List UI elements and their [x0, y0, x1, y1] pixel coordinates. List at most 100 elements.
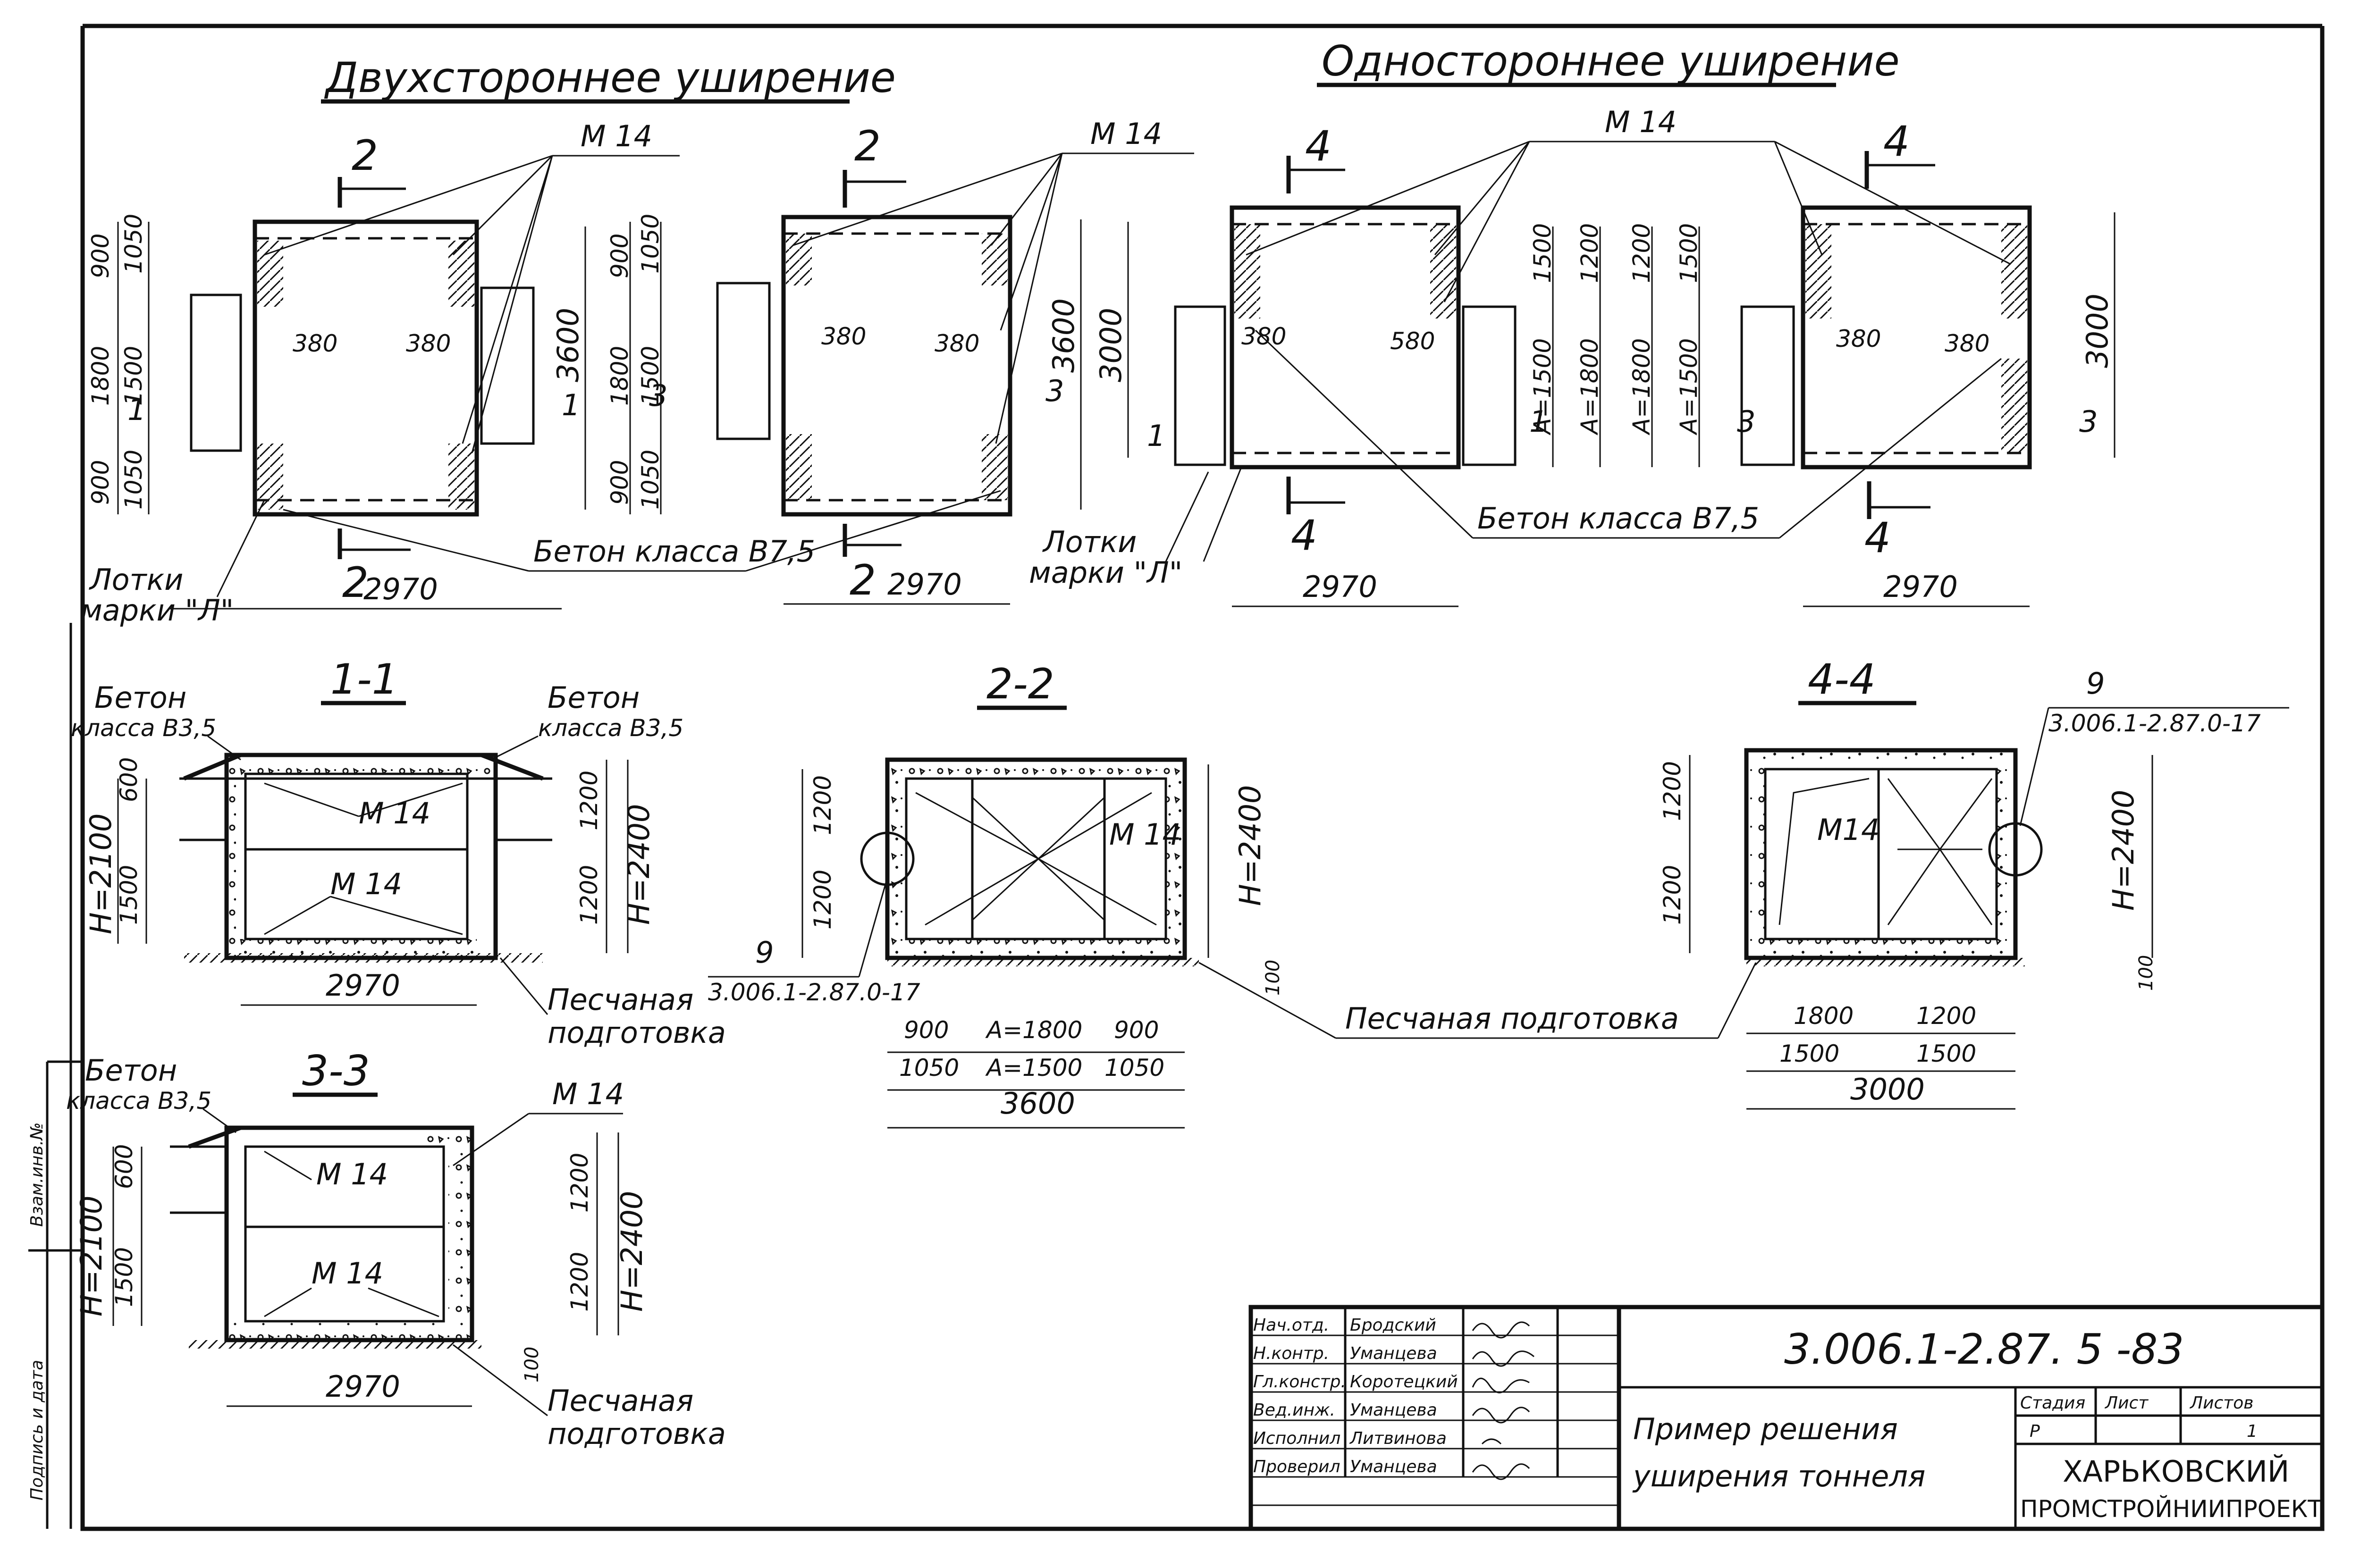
dim-1200-s4b: 1200	[1659, 865, 1686, 925]
cut-mark-1-c-left: 1	[1147, 419, 1165, 453]
label-trays-1-c: Лотки	[1042, 525, 1137, 559]
tb-role-4: Исполнил	[1253, 1429, 1340, 1448]
dim-2970-a: 2970	[363, 572, 438, 606]
tb-col-stage: Стадия	[2020, 1393, 2085, 1413]
title-block: Нач.отд. Бродский Н.контр. Уманцева Гл.к…	[1248, 1305, 2325, 1531]
dim-1500-a: 1500	[120, 346, 147, 406]
dim-h2100-s1: Н=2100	[84, 813, 118, 934]
dim-1050-s2b: 1050	[1104, 1054, 1164, 1082]
tb-role-2: Гл.констр.	[1253, 1372, 1346, 1392]
tb-col-sheets: Листов	[2189, 1393, 2253, 1413]
side-stamp-replaced: Взам.инв.№	[27, 1122, 47, 1227]
dim-1800-b: 1800	[606, 346, 633, 406]
tb-org-2: ПРОМСТРОЙНИИПРОЕКТ	[2020, 1495, 2322, 1523]
dim-1200-c2: 1200	[1628, 223, 1655, 283]
signature-1	[1472, 1350, 1534, 1367]
plan-double-a: 380 380 2970 3600 900 1050 1800 1500 900…	[87, 131, 586, 610]
label-concrete-b75-double: Бетон класса В7,5	[533, 534, 815, 569]
label-sand-2-s1: подготовка	[548, 1015, 726, 1050]
label-concrete-2-s3: класса В3,5	[66, 1087, 211, 1115]
dim-380-b1: 380	[821, 323, 866, 350]
dim-1200-s1a: 1200	[575, 771, 603, 830]
label-m14-b: М 14	[1090, 117, 1162, 151]
label-trays-2-c: марки "Л"	[1029, 555, 1182, 590]
dim-1050-a2: 1050	[120, 450, 147, 510]
heading-double: Двухстороннее уширение	[324, 53, 896, 102]
dim-900-b2: 900	[606, 460, 633, 505]
section-1-1: 1-1 2970 600 1500 Н=2100 1200 1200 Н=240…	[71, 655, 726, 1050]
section-3-3: 3-3 2970 600 1500 Н=2100 1200 1200 Н=240…	[66, 1047, 726, 1451]
signature-0	[1472, 1321, 1530, 1339]
dim-3000-d: 3000	[2080, 293, 2115, 368]
dim-1200-s3a: 1200	[566, 1153, 593, 1213]
plan-single-b: 380 380 2970 3000 4 4 3 3	[1737, 117, 2116, 607]
dim-2970-s3: 2970	[326, 1369, 400, 1404]
tb-stage: Р	[2030, 1422, 2040, 1441]
label-concrete-2-s1r: класса В3,5	[538, 714, 683, 742]
dim-1500-b: 1500	[637, 346, 664, 406]
dim-1200-s3b: 1200	[566, 1252, 593, 1312]
dim-1200-s4a: 1200	[1659, 761, 1686, 821]
label-m14-s3b: М 14	[312, 1256, 383, 1291]
headings: Двухстороннее уширение Одностороннее уши…	[321, 37, 1900, 104]
dim-3000-c: 3000	[1094, 308, 1128, 382]
label-concrete-1-s1r: Бетон	[548, 680, 640, 715]
signature-5	[1472, 1463, 1530, 1480]
label-m14-s2: М 14	[1109, 817, 1181, 852]
section-title-2-2: 2-2	[986, 660, 1054, 708]
dim-1500-s4a: 1500	[1779, 1040, 1839, 1067]
tb-title-1: Пример решения	[1633, 1412, 1898, 1446]
signature-2	[1472, 1377, 1530, 1393]
label-m14-s3a: М 14	[316, 1157, 388, 1191]
section-title-4-4: 4-4	[1808, 655, 1876, 704]
dim-a1500-c1: А=1500	[1529, 338, 1556, 436]
plan-double-b: 380 380 2970 3600 900 1050 1800 1500 900…	[606, 122, 1082, 605]
dim-1200-s1b: 1200	[575, 865, 603, 925]
dim-1200-s4c: 1200	[1916, 1002, 1976, 1030]
section-2-2: 2-2 1200 1200 Н=2400 100 М 14 9 3.006.1-…	[708, 660, 1284, 1129]
dim-a1800-c1: А=1800	[1576, 338, 1603, 436]
tb-name-3: Уманцева	[1350, 1400, 1437, 1420]
label-sand-1-s1: Песчаная	[548, 982, 693, 1017]
cut-mark-3-b-right: 3	[1045, 374, 1064, 408]
dim-900-a1: 900	[87, 234, 114, 278]
dim-h2400-s1: Н=2400	[622, 804, 656, 925]
cut-mark-4-c-bot: 4	[1291, 511, 1317, 560]
plan-single-a: 380 580 2970 3000 4 4 1 1 Лотки марки "Л…	[1029, 122, 1548, 607]
dim-3000-s4: 3000	[1850, 1072, 1925, 1107]
label-sand-1-s3: Песчаная	[548, 1384, 693, 1418]
tb-name-1: Уманцева	[1350, 1344, 1437, 1363]
dim-380-c1: 380	[1241, 323, 1286, 350]
label-m14-single: М 14	[1605, 105, 1677, 139]
dim-100-s4: 100	[2135, 955, 2157, 991]
cut-mark-4-c-top: 4	[1305, 122, 1332, 170]
tb-role-0: Нач.отд.	[1253, 1316, 1329, 1335]
tb-org-1: ХАРЬКОВСКИЙ	[2063, 1454, 2289, 1489]
section-4-4: 4-4 М14 1200 1200 Н=2400 100 9 3.006.1-2…	[1659, 655, 2289, 1110]
dim-h2400-s3: Н=2400	[615, 1191, 649, 1312]
tb-sheets: 1	[2247, 1422, 2258, 1441]
dim-1500-s4b: 1500	[1916, 1040, 1976, 1067]
signature-4	[1481, 1438, 1502, 1445]
dim-1500-c2: 1500	[1675, 223, 1703, 283]
label-concrete-1-s3: Бетон	[85, 1053, 177, 1088]
dim-2970-s1: 2970	[326, 968, 400, 1003]
dim-380-a2: 380	[406, 330, 451, 357]
dim-h2400-s2: Н=2400	[1233, 785, 1267, 906]
label-ref9-s4: 9	[2086, 666, 2105, 701]
dim-600-s3: 600	[110, 1144, 138, 1189]
label-sand-shared: Песчаная подготовка	[1198, 962, 1757, 1039]
cut-mark-3-d-right: 3	[2079, 404, 2098, 439]
cut-mark-1-a-right: 1	[562, 388, 580, 422]
dim-1200-c1: 1200	[1576, 223, 1603, 283]
cut-mark-3-b-left: 3	[649, 378, 667, 413]
dim-900-b1: 900	[606, 234, 633, 278]
tb-title-2: уширения тоннеля	[1632, 1459, 1925, 1493]
sheet-frame	[28, 24, 2325, 1531]
dim-2970-c: 2970	[1303, 570, 1377, 604]
dim-380-b2: 380	[935, 330, 979, 357]
dim-1500-s1: 1500	[115, 865, 143, 925]
dim-a1500-s2: А=1500	[985, 1054, 1082, 1082]
